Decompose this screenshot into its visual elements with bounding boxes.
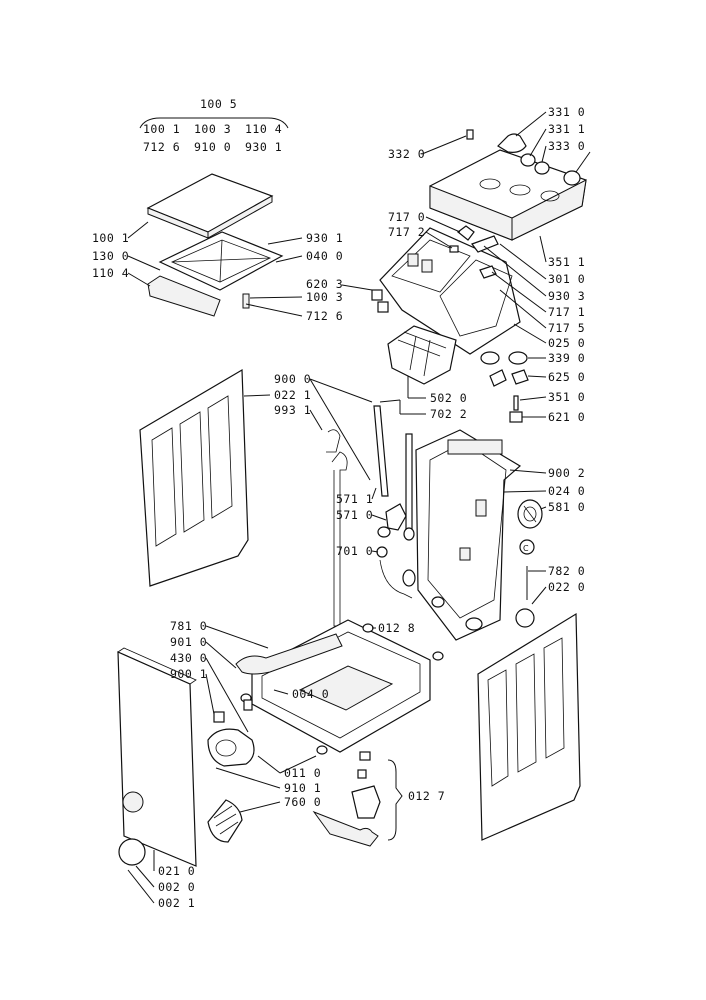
label-332-0: 332 0 [388, 147, 425, 161]
dispenser-housing-part [371, 227, 521, 355]
label-024-0: 024 0 [548, 484, 585, 498]
label-571-0: 571 0 [336, 508, 373, 522]
label-717-2: 717 2 [388, 225, 425, 239]
label-040-0: 040 0 [306, 249, 343, 263]
label-100-5: 100 5 [200, 97, 237, 111]
hoses-part [326, 405, 416, 627]
label-110-4-top: 110 4 [245, 122, 282, 136]
front-panel-part [117, 647, 197, 867]
label-130-0: 130 0 [92, 249, 129, 263]
svg-text:C: C [523, 544, 529, 553]
label-100-1-top: 100 1 [143, 122, 180, 136]
small-panel-parts [449, 225, 499, 279]
label-930-1-top: 930 1 [245, 140, 282, 154]
control-panel-part [429, 149, 587, 241]
label-621-0: 621 0 [548, 410, 585, 424]
pulley-part: C [515, 499, 543, 628]
label-625-0: 625 0 [548, 370, 585, 384]
label-581-0: 581 0 [548, 500, 585, 514]
label-717-0: 717 0 [388, 210, 425, 224]
lock-parts [312, 751, 381, 847]
label-910-0-top: 910 0 [194, 140, 231, 154]
label-930-3: 930 3 [548, 289, 585, 303]
label-717-5: 717 5 [548, 321, 585, 335]
drain-pump-part [207, 699, 255, 767]
label-025-0: 025 0 [548, 336, 585, 350]
label-900-1: 900 1 [170, 667, 207, 681]
label-712-6-top: 712 6 [143, 140, 180, 154]
base-frame-part [240, 619, 444, 755]
left-side-panel-part [139, 368, 249, 587]
label-712-6: 712 6 [306, 309, 343, 323]
label-100-1: 100 1 [92, 231, 129, 245]
label-339-0: 339 0 [548, 351, 585, 365]
rear-frame-part [415, 429, 522, 641]
label-012-8: 012 8 [378, 621, 415, 635]
label-620-3: 620 3 [306, 277, 343, 291]
detergent-drawer-part [387, 325, 457, 385]
label-702-2: 702 2 [430, 407, 467, 421]
lid-frame-part [147, 231, 284, 317]
label-930-1: 930 1 [306, 231, 343, 245]
valve-parts [376, 503, 407, 558]
label-900-0: 900 0 [274, 372, 311, 386]
lid-part [146, 173, 274, 239]
label-993-1: 993 1 [274, 403, 311, 417]
label-351-1-a: 351 1 [548, 255, 585, 269]
label-502-0: 502 0 [430, 391, 467, 405]
label-910-1: 910 1 [284, 781, 321, 795]
label-004-0: 004 0 [292, 687, 329, 701]
label-301-0: 301 0 [548, 272, 585, 286]
label-331-0: 331 0 [548, 105, 585, 119]
label-002-0: 002 0 [158, 880, 195, 894]
label-701-0: 701 0 [336, 544, 373, 558]
label-022-1: 022 1 [274, 388, 311, 402]
right-small-parts [480, 351, 529, 423]
label-760-0: 760 0 [284, 795, 321, 809]
label-351-0: 351 0 [548, 390, 585, 404]
label-717-1: 717 1 [548, 305, 585, 319]
label-901-0: 901 0 [170, 635, 207, 649]
right-side-panel-part [477, 612, 581, 841]
label-100-3-top: 100 3 [194, 122, 231, 136]
label-021-0: 021 0 [158, 864, 195, 878]
label-900-2: 900 2 [548, 466, 585, 480]
label-022-0: 022 0 [548, 580, 585, 594]
label-011-0: 011 0 [284, 766, 321, 780]
label-331-1: 331 1 [548, 122, 585, 136]
drain-hose-part [235, 633, 343, 675]
label-100-3: 100 3 [306, 290, 343, 304]
label-110-4: 110 4 [92, 266, 129, 280]
label-012-7: 012 7 [408, 789, 445, 803]
label-781-0: 781 0 [170, 619, 207, 633]
label-002-1: 002 1 [158, 896, 195, 910]
label-782-0: 782 0 [548, 564, 585, 578]
label-571-1: 571 1 [336, 492, 373, 506]
filter-part [207, 799, 243, 843]
label-430-0: 430 0 [170, 651, 207, 665]
label-333-0: 333 0 [548, 139, 585, 153]
